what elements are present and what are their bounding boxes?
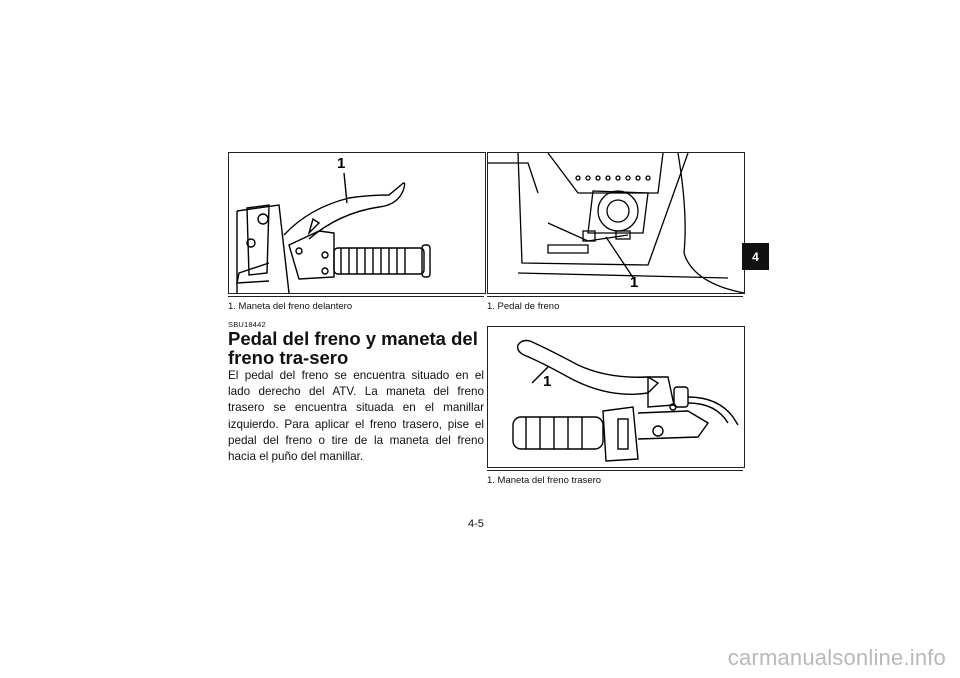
brake-pedal-figure <box>487 152 745 294</box>
front-brake-callout: 1 <box>337 155 346 172</box>
page-number: 4-5 <box>468 518 484 530</box>
chapter-tab: 4 <box>742 243 769 270</box>
watermark-text: carmanualsonline.info <box>727 645 946 670</box>
brake-pedal-illustration <box>488 153 744 293</box>
rear-brake-caption: 1. Maneta del freno trasero <box>487 470 743 487</box>
front-brake-caption: 1. Maneta del freno delantero <box>228 296 484 313</box>
rear-brake-callout: 1 <box>543 373 552 390</box>
brake-pedal-caption: 1. Pedal de freno <box>487 296 743 313</box>
rear-brake-lever-figure <box>487 326 745 468</box>
front-brake-lever-illustration <box>236 172 431 293</box>
section-code: SBU18442 <box>228 320 266 329</box>
section-body: El pedal del freno se encuentra situado … <box>228 369 484 464</box>
section-title: Pedal del freno y maneta del freno tra-s… <box>228 328 478 368</box>
brake-pedal-callout: 1 <box>630 274 639 291</box>
front-brake-lever-figure <box>228 152 486 294</box>
rear-brake-lever-illustration <box>512 339 739 462</box>
